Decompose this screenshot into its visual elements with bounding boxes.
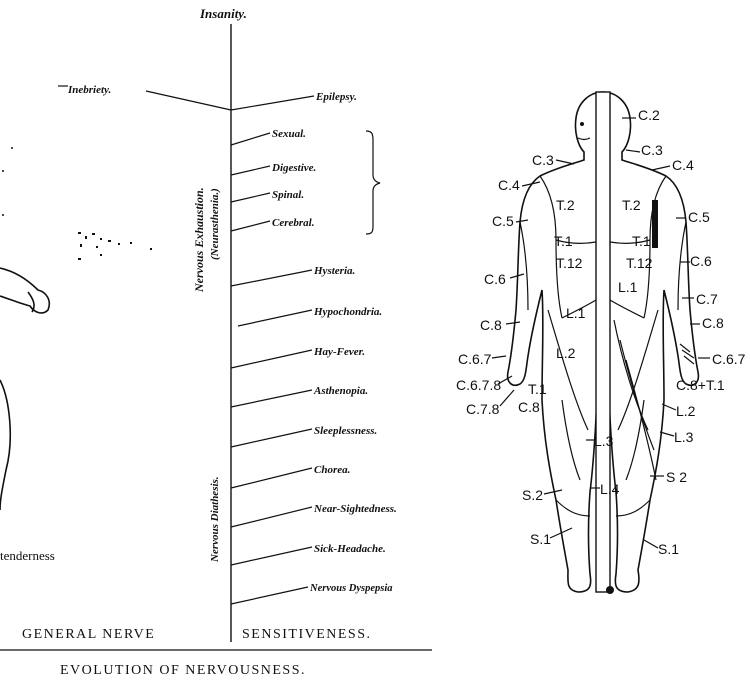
nervous-dyspepsia-line <box>231 587 308 604</box>
chorea-line <box>231 468 312 488</box>
dermatome-label: T.1 <box>528 381 547 397</box>
sick-headache-line <box>231 547 312 565</box>
right-label-sick-headache: Sick-Headache. <box>314 543 386 555</box>
left-label-inebriety: Inebriety. <box>67 84 111 96</box>
bottom-right-label: SENSITIVENESS. <box>242 627 372 642</box>
dermatome-label: T.12 <box>556 255 583 271</box>
figure-title: EVOLUTION OF NERVOUSNESS. <box>60 663 306 678</box>
dermatome-label: C.6.7.8 <box>456 377 501 393</box>
dermatome-label: C.8 <box>702 315 724 331</box>
dermatome-label: L.2 <box>676 403 696 419</box>
dermatome-label: L.1 <box>566 305 586 321</box>
dermatome-label: T.2 <box>556 197 575 213</box>
left-figure-fragment: tenderness <box>0 147 152 563</box>
bottom-left-label: GENERAL NERVE <box>22 627 155 642</box>
center-divider-strip <box>596 92 610 592</box>
dermatome-label: T.1 <box>632 233 651 249</box>
right-label-asthenopia: Asthenopia. <box>313 385 368 397</box>
dermatome-label: L.3 <box>594 433 614 449</box>
dermatome-label: T.1 <box>554 233 573 249</box>
dermatome-label: S.1 <box>658 541 679 557</box>
exhaustion-cerebral: Cerebral. <box>272 217 314 229</box>
cerebral-line <box>231 221 270 231</box>
insanity-label: Insanity. <box>199 6 247 21</box>
dermatome-label: C.8+T.1 <box>676 377 725 393</box>
sleeplessness-line <box>231 429 312 447</box>
dermatome-figure: C.2 C.3 C.3 C.4 C.4 C.5 C.5 T.2 T.2 T.1 … <box>456 92 746 594</box>
dermatome-label: C.8 <box>518 399 540 415</box>
dermatome-label: C.3 <box>532 152 554 168</box>
dermatome-label: T.2 <box>622 197 641 213</box>
dermatome-label: C.8 <box>480 317 502 333</box>
dermatome-label: C.7 <box>696 291 718 307</box>
dermatome-label: C.3 <box>641 142 663 158</box>
dermatome-label: C.4 <box>498 177 520 193</box>
dermatome-label: S.2 <box>522 487 543 503</box>
spinal-line <box>231 193 270 202</box>
vertical-label-nervous-exhaustion: Nervous Exhaustion. <box>192 187 206 293</box>
dermatome-label: C.5 <box>492 213 514 229</box>
dermatome-label: L.1 <box>618 279 638 295</box>
dermatome-label: C.4 <box>672 157 694 173</box>
exhaustion-spinal: Spinal. <box>272 189 304 201</box>
dermatome-label: C.7.8 <box>466 401 500 417</box>
exhaustion-sexual: Sexual. <box>272 128 306 140</box>
speckle-marks <box>78 232 152 260</box>
right-label-hypochondria: Hypochondria. <box>313 306 382 318</box>
right-label-hysteria: Hysteria. <box>313 265 355 277</box>
dermatome-label: L.3 <box>674 429 694 445</box>
exhaustion-bracket <box>366 131 380 234</box>
digestive-line <box>231 166 270 175</box>
inebriety-line <box>146 91 231 110</box>
sexual-line <box>231 133 270 145</box>
dermatome-label: C.2 <box>638 107 660 123</box>
dermatome-label: C.6.7 <box>458 351 492 367</box>
exhaustion-digestive: Digestive. <box>271 162 316 174</box>
dermatome-label: L.4 <box>600 481 620 497</box>
hysteria-line <box>231 270 312 286</box>
asthenopia-line <box>231 390 312 407</box>
epilepsy-line <box>231 96 314 110</box>
right-label-chorea: Chorea. <box>314 464 350 476</box>
dermatome-label: L.2 <box>556 345 576 361</box>
right-label-nervous-dyspepsia: Nervous Dyspepsia <box>309 583 393 594</box>
right-label-epilepsy: Epilepsy. <box>315 91 357 103</box>
dermatome-label: C.6 <box>690 253 712 269</box>
dermatome-label: T.12 <box>626 255 653 271</box>
near-sightedness-line <box>231 507 312 527</box>
vertical-label-nervous-diathesis: Nervous Diathesis. <box>209 476 221 563</box>
dermatome-label: C.6 <box>484 271 506 287</box>
hayfever-line <box>231 350 312 368</box>
evolution-diagram: Insanity. Inebriety. Epilepsy. Sexual. D… <box>0 6 432 678</box>
dermatome-label: S 2 <box>666 469 687 485</box>
right-label-sleeplessness: Sleeplessness. <box>314 425 377 437</box>
right-label-hay-fever: Hay-Fever. <box>313 346 365 358</box>
hypochondria-line <box>238 310 312 326</box>
dermatome-label: C.5 <box>688 209 710 225</box>
tenderness-label: tenderness <box>0 548 55 563</box>
dermatome-label: S.1 <box>530 531 551 547</box>
dermatome-label: C.6.7 <box>712 351 746 367</box>
vertical-label-neurasthenia: (Neurasthenia.) <box>209 188 221 260</box>
right-label-near-sightedness: Near-Sightedness. <box>313 503 397 515</box>
